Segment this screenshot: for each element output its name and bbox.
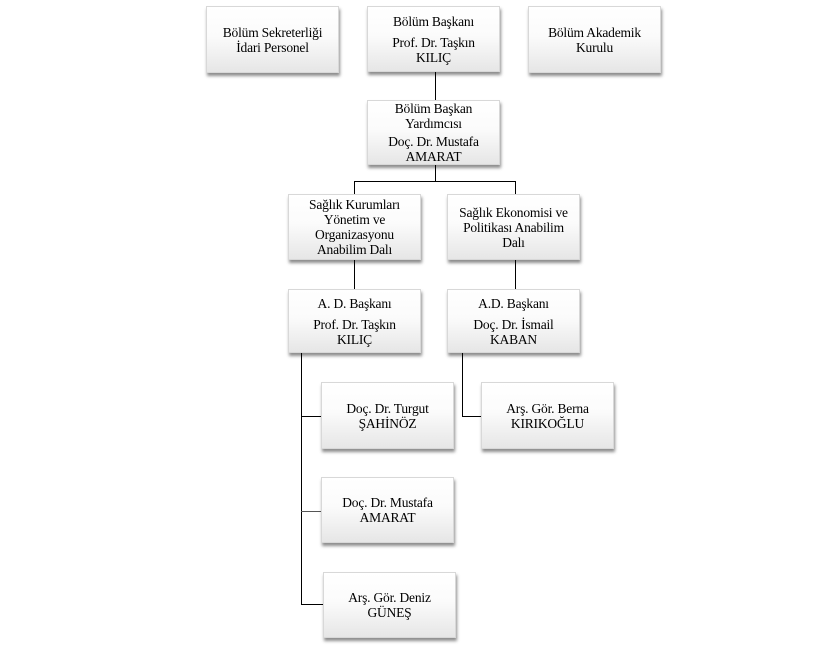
department-1-name-line: Organizasyonu xyxy=(315,227,394,242)
department-1-name-line: Sağlık Kurumları xyxy=(309,197,400,212)
member-line2: AMARAT xyxy=(359,510,416,525)
secretariat-line1: Bölüm Sekreterliği xyxy=(222,24,323,40)
academic-board-box: Bölüm Akademik Kurulu xyxy=(528,6,661,73)
member-box: Arş. Gör. Deniz GÜNEŞ xyxy=(323,572,456,638)
chair-2-name-line2: KABAN xyxy=(489,331,537,347)
member-line1: Arş. Gör. Deniz xyxy=(348,590,431,605)
member-box: Arş. Gör. Berna KIRIKOĞLU xyxy=(481,382,614,449)
connector-member-2-1 xyxy=(462,416,481,417)
chair-1-title: A. D. Başkanı xyxy=(317,295,392,311)
member-box: Doç. Dr. Turgut ŞAHİNÖZ xyxy=(321,382,454,449)
connector-deputy-down xyxy=(435,165,436,181)
department-2-name-line: Politikası Anabilim xyxy=(463,219,564,235)
connector-member-1-3 xyxy=(301,604,323,605)
member-line1: Doç. Dr. Mustafa xyxy=(342,495,433,510)
chair-box-department-2: A.D. Başkanı Doç. Dr. İsmail KABAN xyxy=(447,289,580,353)
chair-2-title: A.D. Başkanı xyxy=(478,295,549,311)
secretariat-line2: İdari Personel xyxy=(236,39,309,55)
connector-to-dept-1 xyxy=(354,181,355,194)
connector-member-1-2 xyxy=(301,511,321,512)
department-1-name-line: Yönetim ve xyxy=(323,212,386,227)
department-1-name-line: Anabilim Dalı xyxy=(316,242,392,257)
academic-board-line1: Bölüm Akademik xyxy=(548,24,641,40)
chair-1-name-line1: Prof. Dr. Taşkın xyxy=(313,316,396,332)
chair-box-department-1: A. D. Başkanı Prof. Dr. Taşkın KILIÇ xyxy=(288,289,421,353)
connector-member-1-1 xyxy=(301,416,321,417)
department-head-title: Bölüm Başkanı xyxy=(392,13,475,29)
member-line2: GÜNEŞ xyxy=(367,605,412,620)
secretariat-box: Bölüm Sekreterliği İdari Personel xyxy=(206,6,339,73)
member-line2: ŞAHİNÖZ xyxy=(358,415,417,431)
member-box: Doç. Dr. Mustafa AMARAT xyxy=(321,477,454,543)
chair-1-name-line2: KILIÇ xyxy=(337,331,372,347)
deputy-title-line2: Yardımcısı xyxy=(405,116,462,131)
deputy-name-line1: Doç. Dr. Mustafa xyxy=(388,134,479,149)
department-2-name-line: Dalı xyxy=(502,234,525,250)
department-box-health-economics: Sağlık Ekonomisi ve Politikası Anabilim … xyxy=(447,194,580,260)
connector-departments-bar xyxy=(354,181,516,182)
connector-dept-1-to-chair xyxy=(354,260,355,289)
connector-to-dept-2 xyxy=(515,181,516,194)
connector-chair-2-stem xyxy=(462,353,463,417)
department-head-name-line1: Prof. Dr. Taşkın xyxy=(392,34,475,50)
member-line1: Doç. Dr. Turgut xyxy=(346,400,429,416)
member-line1: Arş. Gör. Berna xyxy=(506,400,589,416)
deputy-title-line1: Bölüm Başkan xyxy=(394,101,473,116)
deputy-name-line2: AMARAT xyxy=(405,149,462,164)
department-box-health-institutions: Sağlık Kurumları Yönetim ve Organizasyon… xyxy=(288,194,421,260)
connector-head-to-deputy xyxy=(435,72,436,108)
chair-2-name-line1: Doç. Dr. İsmail xyxy=(473,316,554,332)
connector-dept-2-to-chair xyxy=(515,260,516,289)
academic-board-line2: Kurulu xyxy=(575,39,614,55)
deputy-head-box: Bölüm Başkan Yardımcısı Doç. Dr. Mustafa… xyxy=(367,100,500,165)
department-head-box: Bölüm Başkanı Prof. Dr. Taşkın KILIÇ xyxy=(367,6,500,72)
department-head-name-line2: KILIÇ xyxy=(416,49,451,65)
department-2-name-line: Sağlık Ekonomisi ve xyxy=(459,204,568,220)
member-line2: KIRIKOĞLU xyxy=(510,415,585,431)
connector-chair-1-stem xyxy=(301,353,302,605)
